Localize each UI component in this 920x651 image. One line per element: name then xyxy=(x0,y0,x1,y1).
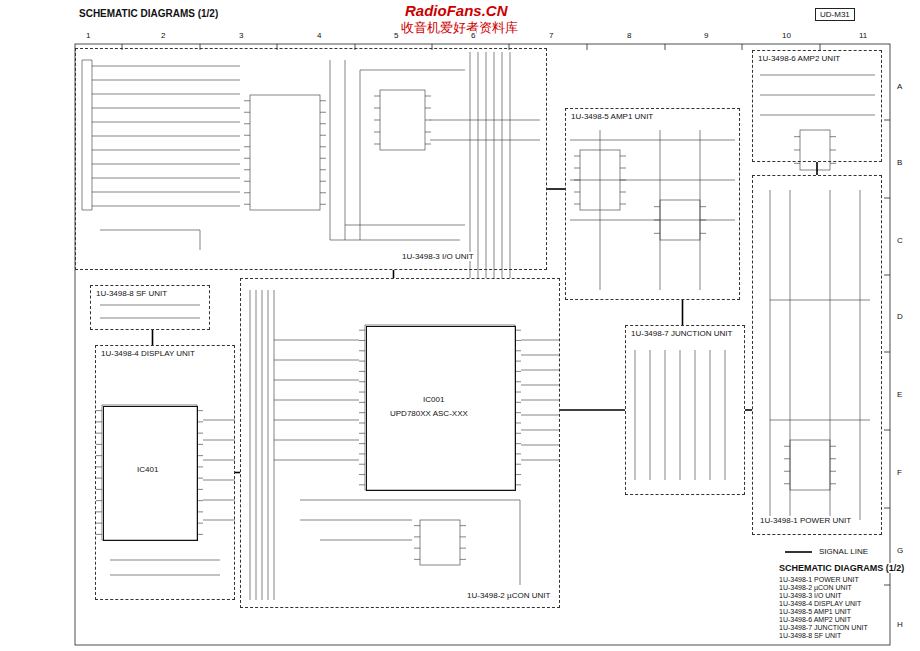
bus-connector xyxy=(816,162,818,175)
unit-list-item: 1U-3498-2 µCON UNIT xyxy=(778,584,853,591)
grid-row: H xyxy=(896,620,904,629)
unit-box: 1U-3498-6 AMP2 UNIT xyxy=(752,50,882,162)
list-heading: SCHEMATIC DIAGRAMS (1/2) xyxy=(778,563,905,573)
unit-label: 1U-3498-4 DISPLAY UNIT xyxy=(100,349,196,358)
wire xyxy=(250,290,274,600)
ic-symbol xyxy=(102,405,197,540)
grid-column: 4 xyxy=(316,31,322,40)
grid-column: 6 xyxy=(470,31,476,40)
unit-box: 1U-3498-2 µCON UNIT IC001UPD780XX ASC-XXX xyxy=(240,278,560,608)
ic-box: IC401 xyxy=(103,406,198,541)
grid-column: 5 xyxy=(393,31,399,40)
unit-list-item: 1U-3498-6 AMP2 UNIT xyxy=(778,616,852,623)
unit-label: 1U-3498-2 µCON UNIT xyxy=(466,591,551,600)
ic-pins xyxy=(794,137,836,164)
unit-label: 1U-3498-1 POWER UNIT xyxy=(759,516,852,525)
ic-symbol xyxy=(250,95,320,210)
ic-pins xyxy=(359,330,521,485)
bus-connector xyxy=(682,300,684,325)
wire xyxy=(92,66,240,206)
wire xyxy=(82,60,92,210)
bus-connector xyxy=(547,188,565,190)
unit-list-item: 1U-3498-8 SF UNIT xyxy=(778,632,842,639)
unit-list-item: 1U-3498-4 DISPLAY UNIT xyxy=(778,600,862,607)
ic-pins xyxy=(784,446,836,484)
wire xyxy=(300,500,520,585)
ic-pins xyxy=(96,411,203,535)
wire xyxy=(330,52,510,278)
ic-pins xyxy=(414,526,466,560)
watermark: 收音机爱好者资料库 xyxy=(400,21,519,36)
ic-pins xyxy=(244,101,326,205)
wire xyxy=(521,340,560,460)
grid-row: B xyxy=(896,158,903,167)
grid-column: 2 xyxy=(160,31,166,40)
wire xyxy=(100,305,200,318)
unit-label: 1U-3498-6 AMP2 UNIT xyxy=(757,54,841,63)
legend-line-sample xyxy=(785,551,812,553)
ic-label: UPD780XX ASC-XXX xyxy=(389,409,469,418)
wire xyxy=(760,75,875,520)
ic-pins xyxy=(374,96,431,144)
grid-column: 10 xyxy=(781,31,792,40)
grid-column: 1 xyxy=(85,31,91,40)
unit-box: 1U-3498-8 SF UNIT xyxy=(90,285,210,330)
unit-box: 1U-3498-7 JUNCTION UNIT xyxy=(625,325,745,495)
grid-column: 9 xyxy=(703,31,709,40)
unit-list-item: 1U-3498-1 POWER UNIT xyxy=(778,576,860,583)
grid-column: 11 xyxy=(858,31,868,40)
unit-label: 1U-3498-5 AMP1 UNIT xyxy=(570,112,654,121)
ic-symbol xyxy=(660,200,700,240)
wire xyxy=(110,420,235,575)
bus-connector xyxy=(745,409,752,411)
bus-connector xyxy=(560,409,625,411)
unit-label: 1U-3498-7 JUNCTION UNIT xyxy=(630,329,733,338)
unit-box: 1U-3498-3 I/O UNIT xyxy=(75,48,547,270)
grid-row: D xyxy=(896,312,904,321)
ic-symbol xyxy=(365,325,515,490)
wire xyxy=(100,70,540,250)
wire xyxy=(570,130,735,290)
bus-connector xyxy=(393,270,395,278)
unit-list-item: 1U-3498-7 JUNCTION UNIT xyxy=(778,624,869,631)
grid-row: F xyxy=(896,468,903,477)
grid-column: 8 xyxy=(626,31,632,40)
ic-box: IC001UPD780XX ASC-XXX xyxy=(366,326,516,491)
ic-label: IC401 xyxy=(136,465,159,474)
ic-symbol xyxy=(580,150,620,210)
ic-symbol xyxy=(800,130,830,170)
unit-list-item: 1U-3498-5 AMP1 UNIT xyxy=(778,608,852,615)
ic-symbol xyxy=(380,90,425,150)
ic-pins xyxy=(574,156,626,204)
bus-connector xyxy=(152,330,154,345)
model-number: UD-M31 xyxy=(815,8,855,21)
watermark: RadioFans.CN xyxy=(404,2,509,19)
grid-row: A xyxy=(896,82,903,91)
ic-symbol xyxy=(420,520,460,565)
unit-label: 1U-3498-3 I/O UNIT xyxy=(401,252,475,261)
ic-pins xyxy=(654,207,706,234)
heading: SCHEMATIC DIAGRAMS (1/2) xyxy=(78,8,219,20)
wire xyxy=(635,350,725,480)
ic-label: IC001 xyxy=(422,395,445,404)
unit-box: 1U-3498-5 AMP1 UNIT xyxy=(565,108,740,300)
ic-symbol xyxy=(790,440,830,490)
grid-row: C xyxy=(896,236,904,245)
wire xyxy=(274,340,359,460)
unit-box: 1U-3498-4 DISPLAY UNIT IC401 xyxy=(95,345,235,600)
sheet-frame xyxy=(75,44,890,645)
unit-label: 1U-3498-8 SF UNIT xyxy=(95,289,168,298)
legend-text: SIGNAL LINE xyxy=(818,547,869,556)
unit-list-item: 1U-3498-3 I/O UNIT xyxy=(778,592,843,599)
grid-row: E xyxy=(896,390,903,399)
grid-column: 7 xyxy=(548,31,554,40)
wiring xyxy=(82,52,875,600)
grid-row: G xyxy=(896,546,904,555)
grid-column: 3 xyxy=(238,31,244,40)
unit-box: 1U-3498-1 POWER UNIT xyxy=(752,175,882,535)
